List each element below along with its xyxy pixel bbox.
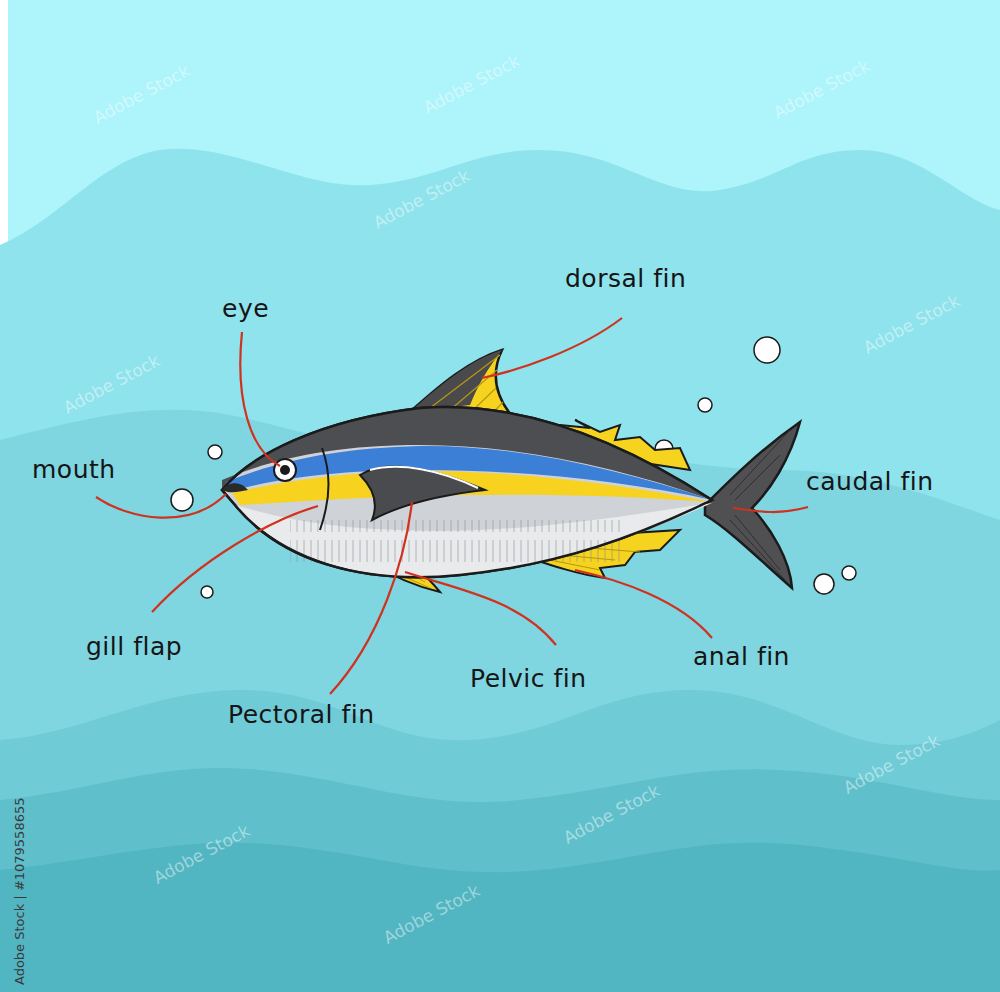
part-label: Pectoral fin <box>228 700 375 729</box>
stock-id: Adobe Stock | #1079558655 <box>12 798 27 985</box>
part-label: gill flap <box>86 632 182 661</box>
part-label: anal fin <box>693 642 790 671</box>
part-label: caudal fin <box>806 467 934 496</box>
part-label: Pelvic fin <box>470 664 587 693</box>
part-label: mouth <box>32 455 116 484</box>
part-label: dorsal fin <box>565 264 686 293</box>
part-label: eye <box>222 294 269 323</box>
